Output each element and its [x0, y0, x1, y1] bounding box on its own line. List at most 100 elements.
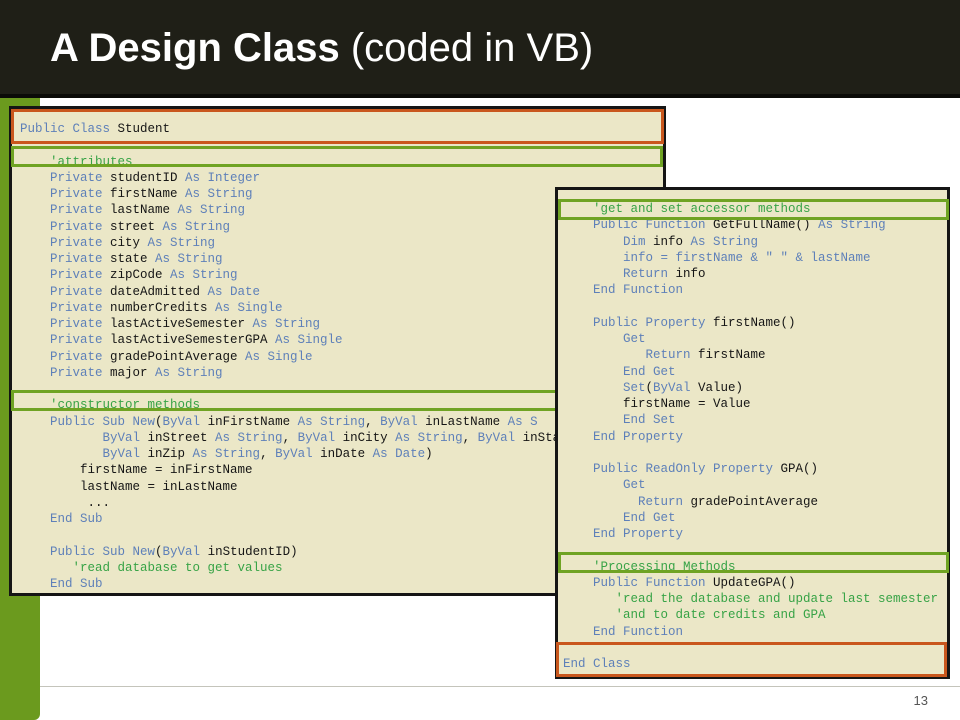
code-text: city [102, 235, 148, 250]
code-line: End Class [563, 656, 938, 672]
code-keyword: ByVal [477, 430, 516, 445]
code-line: Private gradePointAverage As Single [20, 349, 560, 365]
code-text: street [102, 219, 163, 234]
code-line: Public Sub New(ByVal inStudentID) [20, 544, 560, 560]
slide-title: A Design Class (coded in VB) [50, 26, 593, 71]
code-keyword: As Single [275, 333, 343, 348]
code-comment: 'read the database and update last semes… [563, 592, 939, 606]
code-comment: 'and to date credits and GPA [563, 608, 826, 623]
code-line: End Function [563, 624, 938, 640]
code-keyword: Private [20, 349, 103, 364]
code-text: firstName = Value [563, 397, 751, 411]
code-panel-student-methods: 'get and set accessor methods Public Fun… [555, 187, 950, 679]
code-line [563, 640, 938, 656]
code-keyword: As Integer [185, 170, 261, 185]
code-keyword: End Set [563, 413, 676, 428]
code-line: Return info [563, 266, 938, 282]
code-keyword: info = firstName & " " & lastName [563, 250, 871, 265]
code-line: Return gradePointAverage [563, 494, 938, 510]
code-keyword: Get [563, 478, 646, 493]
code-keyword: As Date [372, 447, 426, 461]
code-line [563, 542, 938, 558]
code-text: , [260, 447, 276, 461]
code-line: End Sub [20, 511, 560, 527]
code-text: inDate [312, 447, 373, 461]
code-keyword: ByVal [380, 414, 418, 429]
code-text: lastActiveSemesterGPA [102, 333, 276, 348]
code-keyword: Return [563, 494, 684, 509]
code-keyword: Return [563, 348, 691, 363]
code-line: Private dateAdmitted As Date [20, 284, 560, 300]
code-line: Public Function GetFullName() As String [563, 217, 938, 233]
code-text: firstName() [705, 315, 796, 330]
code-keyword: Dim [563, 234, 646, 249]
code-text: inSta [515, 430, 561, 445]
code-line: End Property [563, 429, 938, 445]
code-line: Public Function UpdateGPA() [563, 575, 938, 591]
code-keyword: Private [20, 300, 103, 315]
code-line: 'get and set accessor methods [563, 201, 938, 217]
code-line: info = firstName & " " & lastName [563, 250, 938, 266]
code-text: inFirstName [200, 414, 298, 429]
code-keyword: End Function [563, 624, 684, 639]
code-line: Set(ByVal Value) [563, 380, 938, 396]
code-keyword: As String [185, 187, 253, 201]
code-keyword: As String [170, 268, 238, 283]
code-line: Private city As String [20, 235, 560, 251]
code-text: ( [645, 380, 654, 395]
code-keyword: Public Function [563, 575, 706, 590]
slide-title-rest: (coded in VB) [339, 26, 594, 70]
code-line: firstName = Value [563, 396, 938, 412]
code-keyword: Private [20, 203, 103, 218]
code-keyword: As String [155, 252, 223, 266]
code-keyword: Private [20, 333, 103, 348]
code-text: Student [110, 122, 171, 136]
code-text: GetFullName() [705, 218, 819, 233]
code-text: dateAdmitted [102, 284, 208, 299]
code-keyword: End Sub [20, 577, 103, 591]
code-line [20, 137, 560, 153]
code-keyword: ByVal [162, 544, 201, 559]
code-line [20, 381, 560, 397]
code-text: firstName [690, 348, 766, 363]
code-keyword: ByVal [653, 380, 691, 395]
code-keyword: Private [20, 268, 103, 283]
code-keyword: End Property [563, 429, 684, 444]
code-line: Private numberCredits As Single [20, 300, 560, 316]
code-keyword: Set [563, 380, 646, 395]
code-keyword: ByVal [20, 430, 141, 445]
code-text: zipCode [102, 268, 171, 283]
code-line: Private state As String [20, 251, 560, 267]
code-keyword: Public Function [563, 218, 706, 233]
code-text: , [462, 430, 478, 445]
code-text: gradePointAverage [683, 494, 819, 509]
code-line: ByVal inZip As String, ByVal inDate As D… [20, 446, 560, 462]
code-keyword: Public Property [563, 315, 706, 330]
code-line: Public ReadOnly Property GPA() [563, 461, 938, 477]
code-keyword: As Single [245, 349, 313, 364]
code-text: , [365, 414, 381, 429]
code-text: Value) [690, 380, 744, 395]
code-keyword: As String [818, 218, 886, 233]
code-line: Private zipCode As String [20, 267, 560, 283]
code-text: ) [425, 447, 433, 461]
code-keyword: Get [563, 332, 646, 346]
code-block-left: Public Class Student 'attributes Private… [20, 121, 560, 592]
code-keyword: Private [20, 365, 103, 380]
code-text: inCity [335, 430, 396, 445]
code-line: Private street As String [20, 219, 560, 235]
code-keyword: As String [155, 365, 223, 380]
code-line: Public Sub New(ByVal inFirstName As Stri… [20, 414, 560, 430]
code-line: Private major As String [20, 365, 560, 381]
code-line: Dim info As String [563, 234, 938, 250]
code-line: Public Property firstName() [563, 315, 938, 331]
code-comment: 'attributes [20, 154, 133, 169]
code-keyword: ByVal [20, 447, 141, 461]
code-keyword: End Get [563, 510, 676, 525]
code-text: inLastName [417, 414, 508, 429]
code-line: Public Class Student [20, 121, 560, 137]
slide-title-bold: A Design Class [50, 26, 340, 70]
code-text: info [668, 267, 706, 281]
code-keyword: Public Sub New [20, 544, 156, 559]
code-keyword: As String [177, 203, 246, 218]
